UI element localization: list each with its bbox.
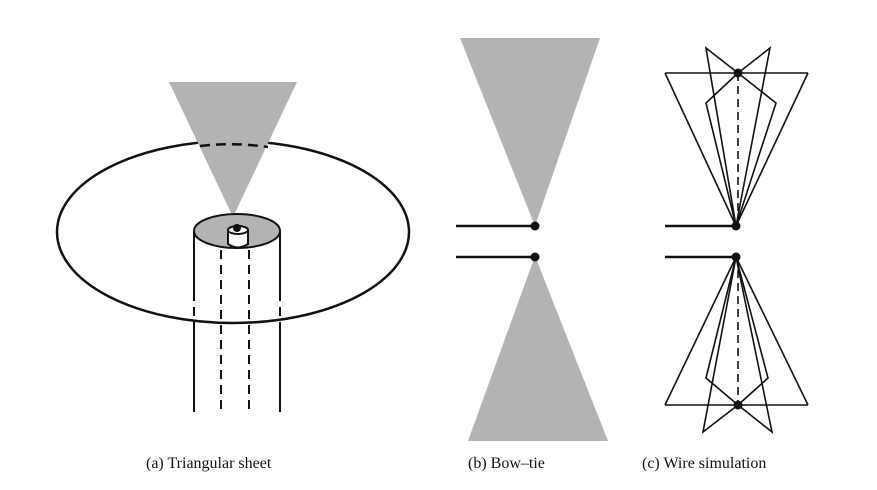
feed-point-upper-c bbox=[731, 221, 741, 231]
wire-cage-upper bbox=[664, 46, 809, 227]
caption-triangular-sheet: (a) Triangular sheet bbox=[146, 455, 272, 472]
panel-b-bow-tie bbox=[456, 38, 608, 441]
caption-wire-simulation: (c) Wire simulation bbox=[642, 455, 767, 472]
wire-junction-bottom bbox=[733, 400, 743, 410]
wire-junction-top bbox=[733, 68, 743, 78]
feed-point-upper-b bbox=[530, 221, 540, 231]
panel-c-wire-simulation bbox=[664, 46, 809, 434]
triangular-sheet bbox=[169, 82, 297, 217]
ellipse-hidden-dash bbox=[199, 142, 269, 149]
bow-tie-lower-triangle bbox=[468, 256, 608, 441]
panel-a-triangular-sheet bbox=[55, 82, 411, 412]
wire-cage-lower bbox=[664, 256, 809, 434]
coax-cylinder bbox=[193, 232, 281, 412]
bow-tie-upper-triangle bbox=[460, 38, 600, 226]
feed-point-lower-c bbox=[731, 252, 741, 262]
feed-point-lower-b bbox=[530, 252, 540, 262]
caption-bow-tie: (b) Bow–tie bbox=[468, 455, 545, 472]
feed-point-a bbox=[233, 224, 241, 232]
